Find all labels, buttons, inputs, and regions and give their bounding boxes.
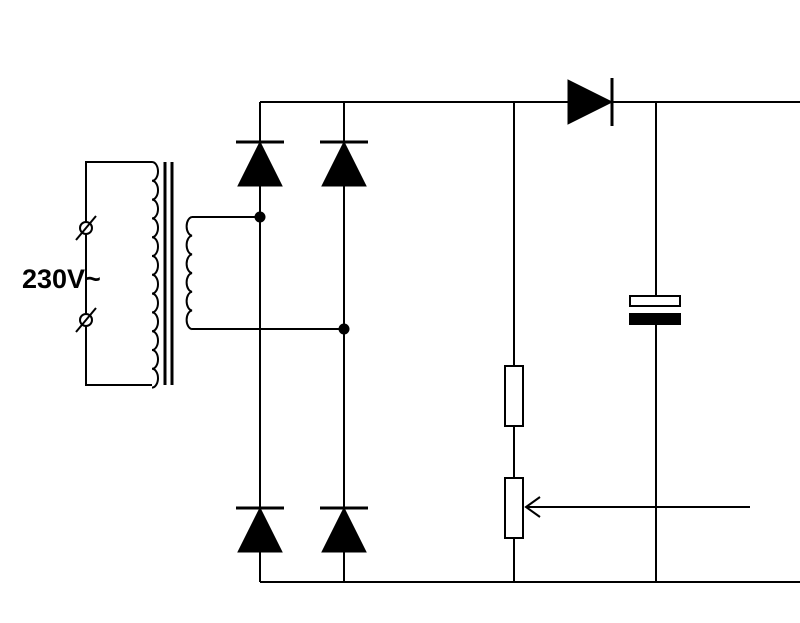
ac-terminal-bottom [75, 307, 97, 333]
capacitor-plate-negative [629, 313, 681, 325]
secondary-coil [185, 216, 193, 331]
resistor [504, 365, 524, 427]
diode-output [567, 78, 614, 126]
supply-voltage-label: 230V~ [22, 264, 101, 294]
primary-coil [151, 161, 159, 389]
diode-top-right [320, 140, 368, 187]
capacitor-branch [629, 102, 681, 582]
ac-terminal-top [75, 215, 97, 241]
transformer [151, 161, 193, 389]
divider-branch [504, 102, 750, 582]
diode-top-left [236, 140, 284, 187]
junction-dot-secondary-bottom [338, 323, 350, 335]
capacitor-plate-positive [629, 295, 681, 307]
diode-bottom-left [236, 506, 284, 553]
secondary-leads [192, 216, 344, 330]
junction-dot-secondary-top [254, 211, 266, 223]
diode-bottom-right [320, 506, 368, 553]
potentiometer [504, 477, 524, 539]
primary-leads [85, 161, 152, 386]
